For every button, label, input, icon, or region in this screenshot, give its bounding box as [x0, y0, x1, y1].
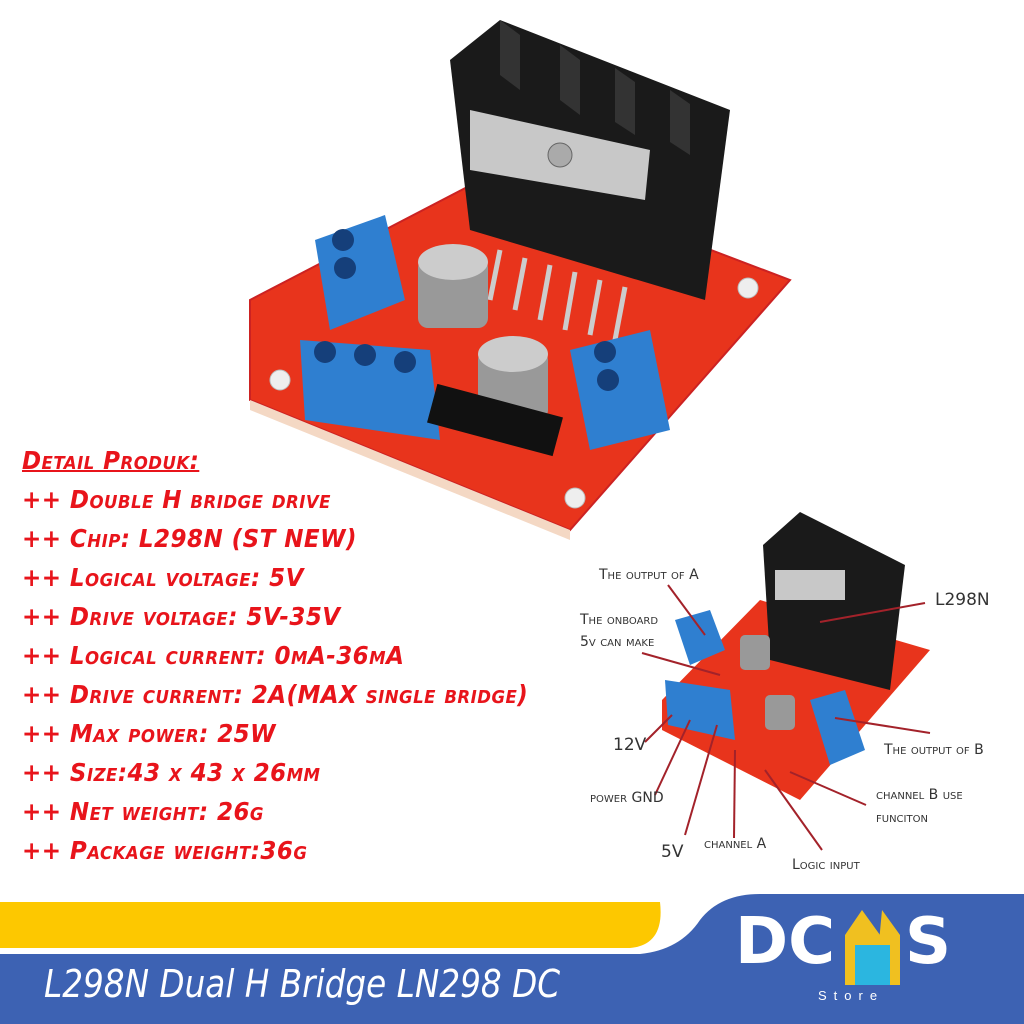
label-channel-b-line1: channel B use	[876, 787, 963, 803]
mount-hole	[269, 369, 291, 391]
spec-title: Detail Produk:	[22, 446, 200, 475]
label-logic-input: Logic input	[792, 857, 860, 873]
spec-item: ++ Drive current: 2A(MAX single bridge)	[22, 680, 529, 709]
pin-header	[427, 383, 563, 457]
heatsink	[450, 20, 730, 300]
label-12v: 12V	[613, 735, 647, 755]
screw-terminal-power	[300, 340, 440, 440]
label-onboard-line2: 5v can make	[580, 634, 655, 650]
spec-item: ++ Double H bridge drive	[22, 485, 331, 514]
terminal-a-small	[675, 610, 725, 665]
capacitor-small	[765, 695, 795, 730]
callout-lines	[641, 584, 931, 851]
logo-text-s: S	[905, 905, 952, 979]
label-chip: L298N	[935, 590, 990, 610]
mount-hole	[564, 487, 586, 509]
mount-hole	[737, 277, 759, 299]
terminal-b-small	[810, 690, 865, 765]
label-output-b: The output of B	[884, 742, 984, 758]
terminal-power-small	[665, 680, 735, 740]
logo-store-text: Store	[818, 988, 885, 1003]
logo-emblem-icon	[845, 910, 900, 985]
label-channel-a: channel A	[704, 836, 767, 852]
label-onboard-line1: The onboard	[580, 612, 659, 628]
product-title: L298N Dual H Bridge LN298 DC	[44, 962, 561, 1006]
label-5v: 5V	[661, 842, 684, 862]
spec-item: ++ Net weight: 26g	[22, 797, 264, 826]
spec-item: ++ Size:43 x 43 x 26mm	[22, 758, 321, 787]
chip-pins	[487, 249, 628, 341]
spec-item: ++ Drive voltage: 5V-35V	[22, 602, 341, 631]
screw-terminal-right	[570, 330, 670, 450]
spec-item: ++ Logical voltage: 5V	[22, 563, 304, 592]
heatsink-small	[763, 512, 905, 690]
spec-item: ++ Max power: 25W	[22, 719, 276, 748]
capacitor-small	[740, 635, 770, 670]
product-photo-main	[249, 20, 792, 540]
capacitor	[418, 244, 488, 328]
logo-text-dc: DC	[735, 905, 836, 979]
spec-item: ++ Package weight:36g	[22, 836, 308, 865]
pinout-diagram	[641, 512, 931, 851]
spec-item: ++ Logical current: 0mA-36mA	[22, 641, 405, 670]
label-channel-b-line2: funciton	[876, 810, 928, 826]
label-power-gnd: power GND	[590, 790, 664, 806]
label-output-a: The output of A	[599, 567, 699, 583]
banner-background	[0, 894, 1024, 1024]
spec-item: ++ Chip: L298N (ST NEW)	[22, 524, 357, 553]
screw-terminal-left	[315, 215, 405, 330]
